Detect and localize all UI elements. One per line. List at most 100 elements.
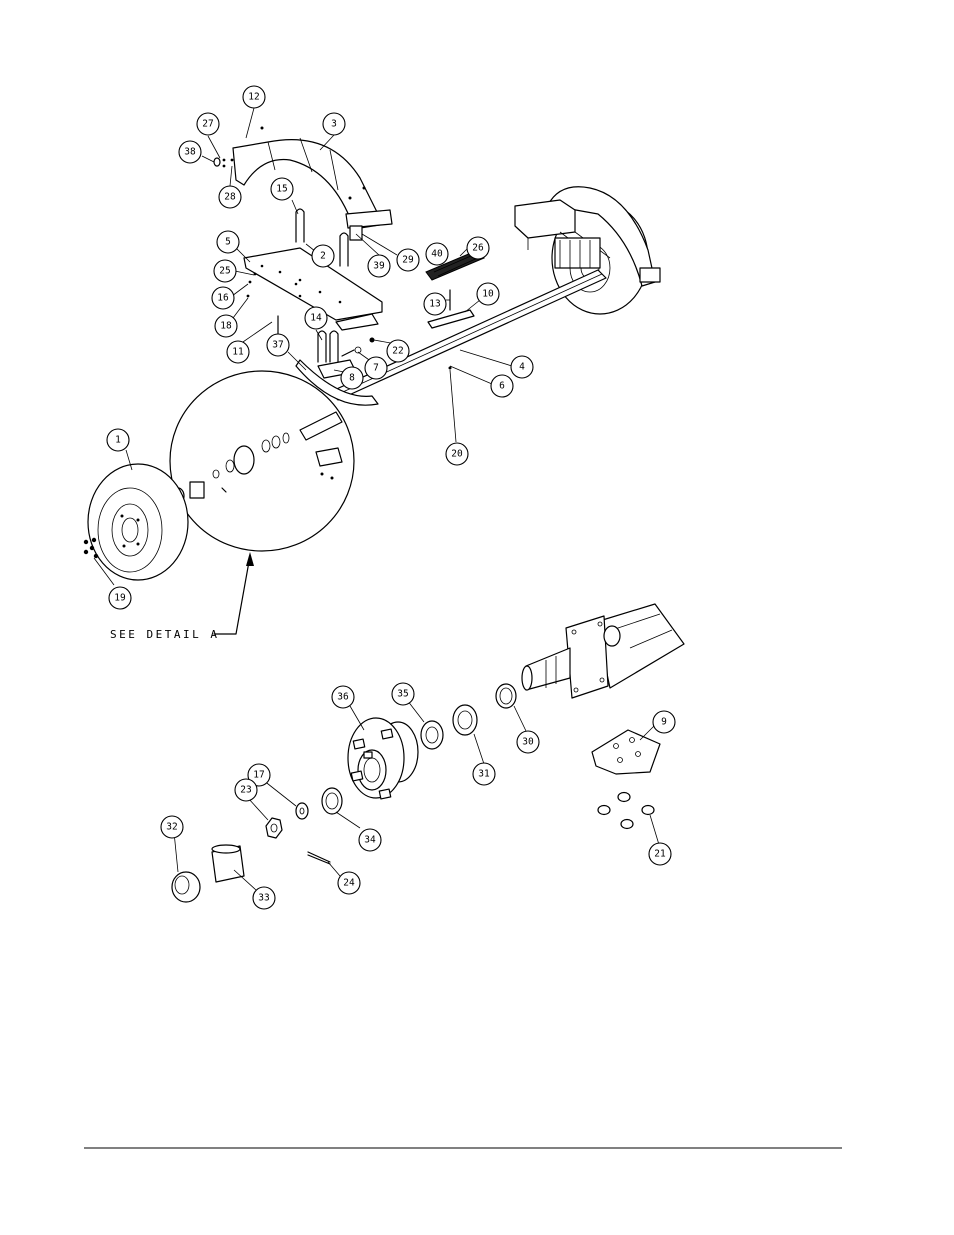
callout-19: 19 <box>108 586 132 610</box>
washer-17 <box>295 802 309 820</box>
svg-text:14: 14 <box>310 313 322 324</box>
svg-text:33: 33 <box>258 893 269 904</box>
svg-text:17: 17 <box>253 770 264 781</box>
callout-17: 17 <box>247 763 271 787</box>
flange-nuts-21 <box>597 791 655 830</box>
svg-text:40: 40 <box>431 249 443 260</box>
svg-text:25: 25 <box>219 266 230 277</box>
callout-29: 29 <box>396 248 420 272</box>
wheel-hub <box>347 717 419 800</box>
callout-21: 21 <box>648 842 672 866</box>
axle-tongue <box>295 359 379 406</box>
callout-25: 25 <box>213 259 237 283</box>
callout-14: 14 <box>304 306 328 330</box>
outer-bearing-34 <box>321 787 343 815</box>
callout-6: 6 <box>490 374 514 398</box>
dust-cap-32 <box>171 871 201 903</box>
mounting-bracket <box>243 247 383 321</box>
hub-sleeve-33 <box>211 844 245 883</box>
svg-text:21: 21 <box>654 849 666 860</box>
svg-text:11: 11 <box>232 347 244 358</box>
callout-30: 30 <box>516 730 540 754</box>
svg-text:28: 28 <box>224 192 236 203</box>
bearing-cone-31 <box>452 704 478 736</box>
svg-text:1: 1 <box>115 435 121 446</box>
callout-11: 11 <box>226 340 250 364</box>
callout-27: 27 <box>196 112 220 136</box>
svg-text:31: 31 <box>478 769 490 780</box>
leader-lines-detail <box>173 695 661 891</box>
clamp-plate <box>335 313 379 331</box>
u-bolt-upper <box>295 208 349 267</box>
svg-text:13: 13 <box>429 299 440 310</box>
leader-lines-top <box>93 107 513 586</box>
callout-8: 8 <box>340 366 364 390</box>
lug-nuts-detail <box>83 537 99 559</box>
svg-text:26: 26 <box>472 243 484 254</box>
svg-text:30: 30 <box>522 737 534 748</box>
callout-9: 9 <box>652 710 676 734</box>
svg-text:4: 4 <box>519 362 525 373</box>
svg-text:2: 2 <box>320 251 326 262</box>
callout-1: 1 <box>106 428 130 452</box>
svg-text:34: 34 <box>364 835 376 846</box>
callout-3: 3 <box>322 112 346 136</box>
right-wheel-fender-assembly <box>514 186 661 315</box>
callout-36: 36 <box>331 685 355 709</box>
lock-nut <box>369 337 375 343</box>
svg-text:23: 23 <box>240 785 251 796</box>
callout-38: 38 <box>178 140 202 164</box>
callout-15: 15 <box>270 177 294 201</box>
callout-2: 2 <box>311 244 335 268</box>
svg-text:3: 3 <box>331 119 337 130</box>
callout-16: 16 <box>211 286 235 310</box>
svg-text:27: 27 <box>202 119 213 130</box>
grease-fitting <box>448 366 452 370</box>
svg-text:18: 18 <box>220 321 232 332</box>
svg-text:32: 32 <box>166 822 177 833</box>
svg-text:22: 22 <box>392 346 403 357</box>
callout-33: 33 <box>252 886 276 910</box>
mounting-plate-9 <box>591 729 661 775</box>
callout-12: 12 <box>242 85 266 109</box>
callout-37: 37 <box>266 333 290 357</box>
callout-32: 32 <box>160 815 184 839</box>
cotter-pin-24 <box>307 851 331 865</box>
svg-text:20: 20 <box>451 449 463 460</box>
wear-strip <box>427 309 475 329</box>
svg-text:37: 37 <box>272 340 283 351</box>
svg-text:10: 10 <box>482 289 494 300</box>
bearing-cup-35 <box>420 720 444 750</box>
svg-text:9: 9 <box>661 717 667 728</box>
see-detail-arrow <box>213 552 254 635</box>
callout-28: 28 <box>218 185 242 209</box>
grease-seal-30 <box>495 683 517 709</box>
callout-18: 18 <box>214 314 238 338</box>
callout-39: 39 <box>367 254 391 278</box>
svg-text:SEE DETAIL A: SEE DETAIL A <box>110 628 219 641</box>
fender-hardware <box>213 157 234 168</box>
svg-text:35: 35 <box>397 689 408 700</box>
svg-text:36: 36 <box>337 692 349 703</box>
svg-text:5: 5 <box>225 237 231 248</box>
callout-4: 4 <box>510 355 534 379</box>
callout-7: 7 <box>364 356 388 380</box>
callout-40: 40 <box>425 242 449 266</box>
callout-34: 34 <box>358 828 382 852</box>
svg-text:8: 8 <box>349 373 355 384</box>
callout-31: 31 <box>472 762 496 786</box>
callout-22: 22 <box>386 339 410 363</box>
svg-text:6: 6 <box>499 381 505 392</box>
callout-24: 24 <box>337 871 361 895</box>
axle-tube <box>329 269 607 401</box>
callout-35: 35 <box>391 682 415 706</box>
friction-pad <box>425 249 485 281</box>
see-detail-a-label: SEE DETAIL A <box>110 628 219 641</box>
callout-26: 26 <box>466 236 490 260</box>
left-fender <box>232 126 393 241</box>
callout-13: 13 <box>423 292 447 316</box>
callout-23: 23 <box>234 778 258 802</box>
detail-a-circle <box>169 370 355 552</box>
